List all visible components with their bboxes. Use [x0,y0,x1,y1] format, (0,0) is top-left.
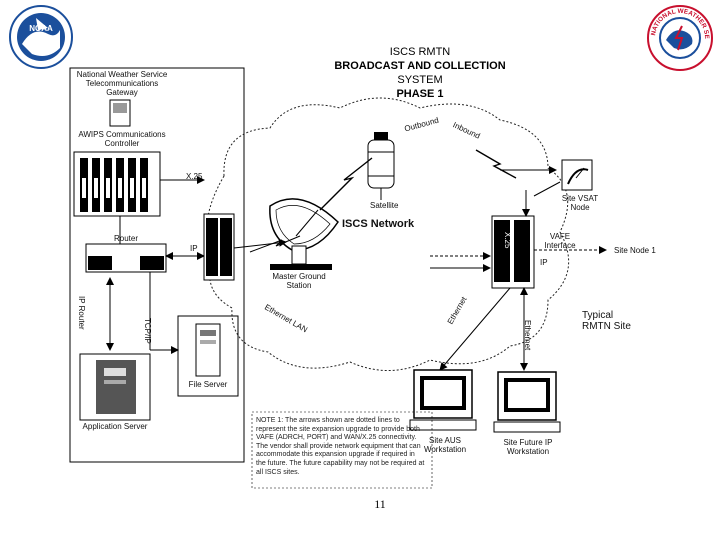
link-ip-right-label: IP [540,258,548,267]
title-line-4: PHASE 1 [396,88,444,100]
gateway-label: National Weather Service Telecommunicati… [76,70,168,97]
link-ethernet-right-label: Ethernet [523,320,532,351]
link-x25-label: X.25 [186,172,203,181]
router-label: Router [113,234,138,243]
network-label: ISCS Network [342,218,415,230]
page-number: 11 [374,497,386,511]
awips-label: AWIPS Communications Controller [78,130,166,148]
link-ip-router-label: IP Router [77,296,86,330]
workstation-aus-label: Site AUS Workstation [423,436,467,454]
note-text: NOTE 1: The arrows shown are dotted line… [256,417,425,476]
title-line-3: SYSTEM [397,74,443,86]
satellite-dish [269,198,339,270]
gateway-box [69,67,245,463]
workstation-future-label: Site Future IP Workstation [503,438,553,456]
file-server-label: File Server [188,380,228,389]
vsat-icon [561,159,593,191]
satellite [367,132,395,200]
iscs-network-cloud [206,97,570,371]
link-tcpip-label: TCP/IP [143,318,152,344]
vsat-label: Site VSAT Node [561,194,599,212]
noaa-logo-text: NOAA [29,24,53,33]
noaa-logo: NOAA [9,5,73,69]
workstation-future-icon [493,371,561,433]
nws-logo: NATIONAL WEATHER SERVICE [646,4,713,71]
site-node-label: Site Node 1 [614,246,656,255]
application-server-label: Application Server [82,422,148,431]
satellite-label: Satellite [370,201,399,210]
workstation-aus-icon [409,369,477,431]
vafe-interface-label: VAFE Interface [544,232,576,250]
title-line-2: BROADCAST AND COLLECTION [334,60,506,72]
link-ip-label: IP [190,244,198,253]
typical-site-label: Typical RMTN Site [582,310,631,332]
title-line-1: ISCS RMTN [389,46,451,58]
master-ground-station-label: Master Ground Station [272,272,326,290]
link-x25-right-label: X.25 [503,232,512,249]
note-frame [251,411,433,489]
